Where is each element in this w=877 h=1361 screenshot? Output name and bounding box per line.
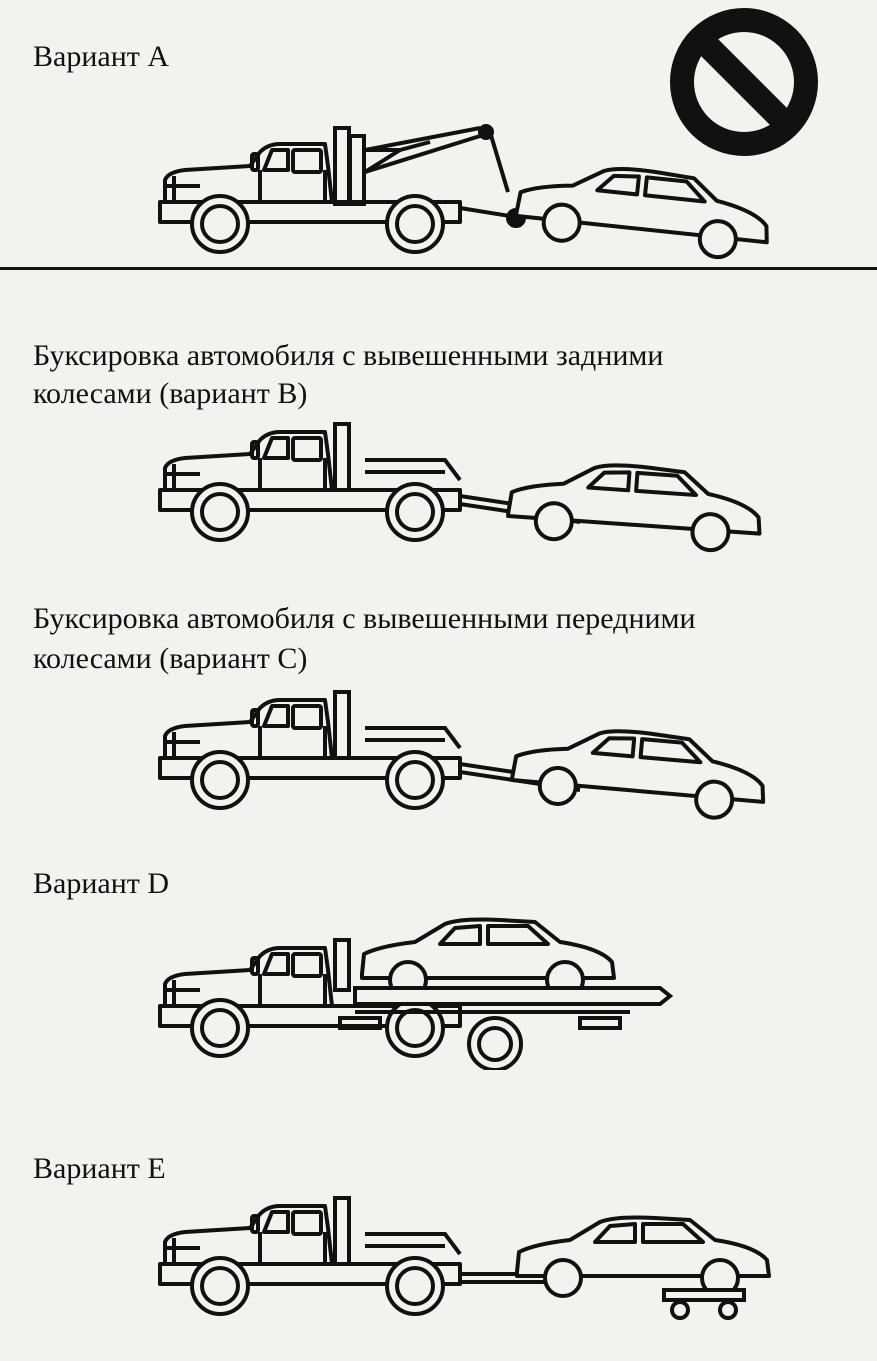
variant-c-caption-line1: Буксировка автомобиля с вывешенными пере… [33,602,696,635]
variant-b-caption-line2: колесами (вариант В) [33,377,308,410]
tow-truck-icon [158,422,581,542]
car-icon [508,719,771,824]
variant-d-caption: Вариант D [33,867,170,900]
tow-truck-icon [158,938,674,1070]
variant-d-figure [0,910,877,1070]
variant-a-figure [0,112,877,262]
car-icon [515,1215,771,1298]
car-icon [504,455,766,556]
car-icon [512,155,775,262]
variant-e-caption: Вариант Е [33,1152,166,1185]
variant-c-figure [0,688,877,828]
tow-truck-icon [158,124,526,254]
tow-truck-icon [158,690,581,810]
variant-c-caption-line2: колесами (вариант С) [33,642,308,675]
variant-a-caption: Вариант А [33,40,170,73]
dolly-icon [662,1288,746,1320]
tow-truck-icon [158,1196,560,1316]
variant-b-caption-line1: Буксировка автомобиля с вывешенными задн… [33,339,664,372]
variant-e-figure [0,1190,877,1350]
prohibition-icon [668,6,820,163]
section-divider [0,267,877,270]
variant-b-figure [0,420,877,560]
